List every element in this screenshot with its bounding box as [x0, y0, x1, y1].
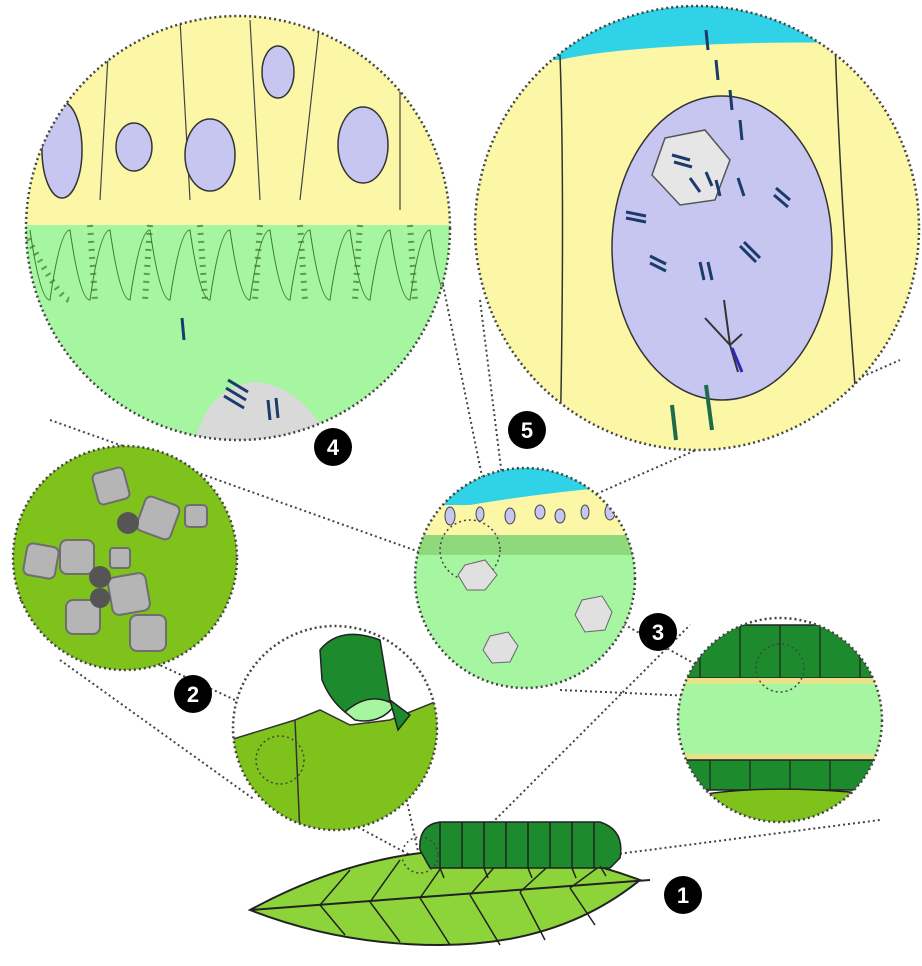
nucleus — [42, 102, 82, 198]
crystal — [107, 572, 151, 616]
nucleus — [185, 119, 235, 191]
crystal — [22, 542, 59, 579]
spore — [89, 566, 111, 588]
caterpillar-mouth-circle — [230, 625, 440, 835]
nucleus — [338, 107, 388, 183]
crystals-micrograph-circle — [10, 440, 250, 680]
nucleus — [262, 46, 294, 98]
badge-3-label: 3 — [652, 620, 664, 645]
spore — [117, 512, 139, 534]
spore — [90, 588, 110, 608]
epithelium-closeup-circle — [20, 10, 460, 450]
nucleus — [116, 123, 152, 171]
cell-nucleus-closeup-circle — [470, 0, 922, 460]
crystal — [130, 615, 166, 651]
crystal — [185, 505, 207, 527]
crystal — [91, 466, 130, 505]
crystal — [110, 548, 130, 568]
badge-4-label: 4 — [327, 435, 340, 460]
midgut-cross-section-circle — [410, 465, 640, 695]
badge-1-label: 1 — [677, 883, 689, 908]
badge-5-label: 5 — [521, 418, 533, 443]
gut-tube-circle — [675, 615, 890, 830]
nucleus — [612, 96, 832, 400]
crystal — [60, 540, 94, 574]
badge-2-label: 2 — [187, 682, 199, 707]
leaf-with-caterpillar — [250, 822, 650, 945]
